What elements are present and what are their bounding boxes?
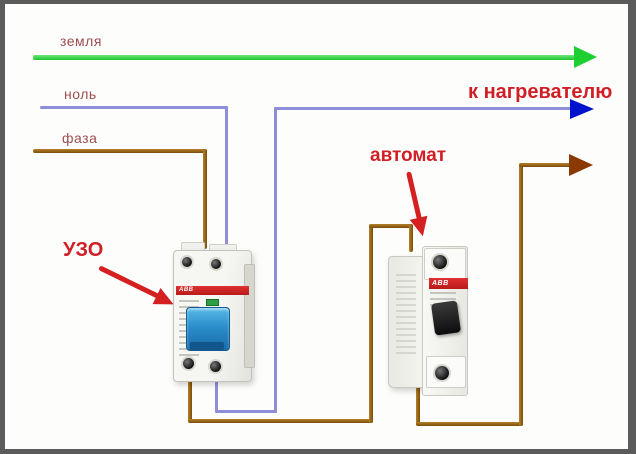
phase-wire-segment: [369, 224, 413, 228]
phase-wire-segment: [416, 422, 523, 426]
ground-arrowhead-icon: [574, 46, 597, 68]
neutral-wire-segment: [215, 376, 218, 413]
neutral-wire-segment: [215, 410, 277, 413]
neutral-wire-label: ноль: [64, 86, 97, 102]
rcd-bottom-screw: [208, 359, 223, 374]
phase-arrowhead-icon: [569, 154, 593, 176]
phase-wire-segment: [33, 149, 206, 153]
phase-wire-segment: [188, 419, 373, 423]
breaker-bottom-screw: [433, 364, 451, 382]
phase-wire-segment: [416, 386, 420, 426]
rcd-brand-band: ABB: [176, 286, 249, 295]
phase-wire-segment: [519, 163, 571, 167]
diagram-canvas: [5, 4, 628, 449]
neutral-arrowhead-icon: [570, 99, 594, 119]
phase-wire-segment: [369, 224, 373, 423]
rcd-din-flange: [244, 264, 255, 368]
ground-wire: [33, 55, 575, 60]
neutral-wire-segment: [225, 106, 228, 252]
rcd-top-screw: [180, 255, 194, 269]
breaker-device: ABB: [388, 244, 468, 396]
breaker-brand-band: ABB: [429, 278, 468, 289]
rcd-bottom-screw: [181, 356, 196, 371]
breaker-top-screw: [431, 253, 449, 271]
destination-label: к нагревателю: [468, 81, 613, 103]
phase-wire-segment: [519, 163, 523, 426]
phase-wire-segment: [203, 149, 207, 249]
rcd-toggle-lip: [190, 342, 224, 350]
breaker-side-markings: [396, 274, 416, 354]
neutral-wire-segment: [274, 107, 571, 110]
rcd-device: ABB: [173, 242, 257, 384]
rcd-indicator: [206, 299, 219, 306]
phase-wire-segment: [409, 224, 413, 252]
rcd-top-screw: [209, 257, 223, 271]
neutral-wire-segment: [40, 106, 228, 109]
neutral-wire-segment: [274, 107, 277, 413]
phase-wire-segment: [188, 376, 192, 422]
breaker-pointer-arrowhead-icon: [409, 215, 432, 239]
phase-wire-label: фаза: [62, 130, 98, 146]
ground-wire-label: земля: [60, 33, 102, 49]
breaker-toggle-switch: [430, 300, 462, 336]
breaker-label: автомат: [370, 145, 447, 166]
rcd-label: УЗО: [63, 239, 104, 261]
